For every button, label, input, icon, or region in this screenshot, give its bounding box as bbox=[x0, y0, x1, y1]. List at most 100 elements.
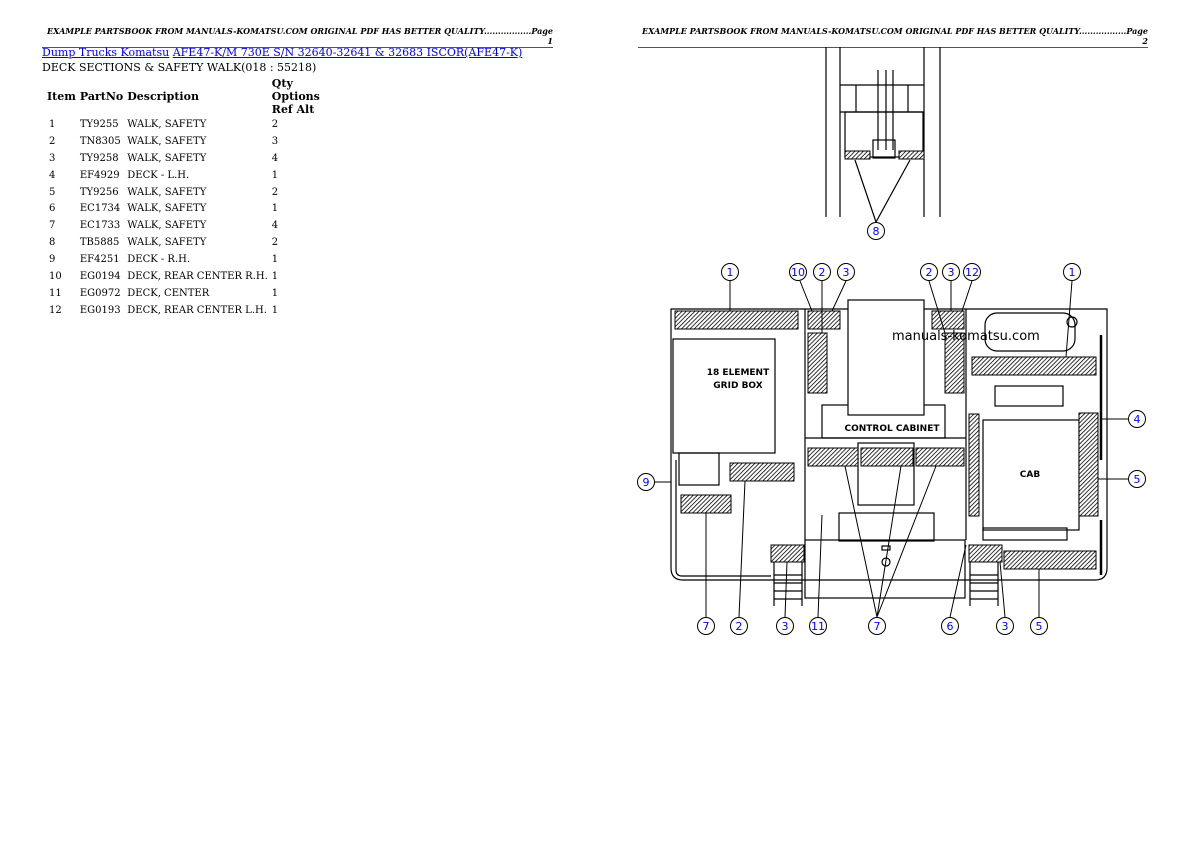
cell-item: 11 bbox=[49, 287, 62, 299]
callout-circle bbox=[942, 263, 960, 281]
watermark: manuals-komatsu.com bbox=[892, 329, 1040, 344]
cell-qty: 2 bbox=[271, 186, 279, 198]
page-header-right: EXAMPLE PARTSBOOK FROM MANUALS-KOMATSU.C… bbox=[638, 26, 1148, 48]
control-cabinet-label: CONTROL CABINET bbox=[845, 424, 941, 434]
callout-circle bbox=[868, 617, 886, 635]
cell-qty: 1 bbox=[271, 287, 279, 299]
callout-number: 12 bbox=[965, 266, 979, 279]
cell-item: 8 bbox=[49, 237, 56, 249]
callout-circle bbox=[963, 263, 981, 281]
callout-circle bbox=[721, 263, 739, 281]
cell-qty: 1 bbox=[271, 169, 279, 181]
cell-partno: EG0194 bbox=[79, 270, 121, 282]
cell-partno: EG0972 bbox=[79, 287, 121, 299]
callout-circle bbox=[920, 263, 938, 281]
table-header-row: Item PartNo Description Qty Options Ref … bbox=[45, 77, 322, 116]
section-title: DECK SECTIONS & SAFETY WALK(018 : 55218) bbox=[42, 61, 317, 74]
callout-number: 5 bbox=[1036, 620, 1043, 633]
cell-description: WALK, SAFETY bbox=[127, 237, 207, 249]
table-row: 9 EF4251 DECK - R.H. 1 bbox=[45, 251, 322, 268]
deck-outline bbox=[670, 299, 1108, 606]
cell-description: DECK - L.H. bbox=[127, 169, 190, 181]
parts-table: Item PartNo Description Qty Options Ref … bbox=[45, 77, 322, 319]
cell-partno: EF4251 bbox=[79, 254, 120, 266]
callout-number: 5 bbox=[1134, 473, 1141, 486]
header-item: Item bbox=[47, 90, 76, 103]
cell-partno: TY9258 bbox=[79, 152, 119, 164]
callout-number: 1 bbox=[727, 266, 734, 279]
cell-description: DECK, REAR CENTER R.H. bbox=[127, 270, 268, 282]
callout-number: 7 bbox=[703, 620, 710, 633]
cell-description: WALK, SAFETY bbox=[127, 220, 207, 232]
cell-item: 5 bbox=[49, 186, 56, 198]
callout-number: 2 bbox=[736, 620, 743, 633]
cell-description: DECK - R.H. bbox=[127, 254, 191, 266]
cell-partno: EF4929 bbox=[79, 169, 120, 181]
safety-walk-panels bbox=[674, 310, 1099, 570]
cell-item: 7 bbox=[49, 220, 56, 232]
callout-circle bbox=[1128, 410, 1146, 428]
cell-description: WALK, SAFETY bbox=[127, 135, 207, 147]
cell-description: DECK, CENTER bbox=[127, 287, 210, 299]
cell-item: 10 bbox=[49, 270, 62, 282]
table-row: 2 TN8305 WALK, SAFETY 3 bbox=[45, 133, 322, 150]
top-view-drawing bbox=[825, 47, 941, 224]
cell-qty: 4 bbox=[271, 220, 279, 232]
cell-item: 4 bbox=[49, 169, 56, 181]
grid-box bbox=[672, 338, 776, 454]
callout-circle bbox=[837, 263, 855, 281]
page-header-left: EXAMPLE PARTSBOOK FROM MANUALS-KOMATSU.C… bbox=[42, 26, 553, 48]
callout-circle bbox=[1063, 263, 1081, 281]
callout-circle bbox=[941, 617, 959, 635]
table-row: 11 EG0972 DECK, CENTER 1 bbox=[45, 285, 322, 302]
cell-partno: EC1734 bbox=[79, 203, 121, 215]
callout-circle bbox=[776, 617, 794, 635]
cell-description: WALK, SAFETY bbox=[127, 203, 207, 215]
cell-qty: 1 bbox=[271, 203, 279, 215]
callout-circle bbox=[1128, 470, 1146, 488]
cell-item: 6 bbox=[49, 203, 56, 215]
callout-number: 4 bbox=[1134, 413, 1141, 426]
leader-lines bbox=[655, 280, 1128, 618]
callout-number: 3 bbox=[1002, 620, 1009, 633]
cell-partno: TB5885 bbox=[79, 237, 120, 249]
callout-circle bbox=[789, 263, 807, 281]
cell-item: 2 bbox=[49, 135, 56, 147]
cell-qty: 1 bbox=[271, 304, 279, 316]
cell-description: WALK, SAFETY bbox=[127, 152, 207, 164]
cell-item: 12 bbox=[49, 304, 62, 316]
breadcrumb-link-dump-trucks[interactable]: Dump Trucks Komatsu bbox=[42, 46, 170, 59]
cell-qty: 3 bbox=[271, 135, 279, 147]
cell-partno: TN8305 bbox=[79, 135, 121, 147]
breadcrumb: Dump Trucks Komatsu AFE47-K/M 730E S/N 3… bbox=[42, 46, 522, 59]
table-row: 4 EF4929 DECK - L.H. 1 bbox=[45, 167, 322, 184]
cell-qty: 1 bbox=[271, 254, 279, 266]
callout-circle bbox=[813, 263, 831, 281]
cell-partno: EG0193 bbox=[79, 304, 121, 316]
callout-number: 3 bbox=[843, 266, 850, 279]
callout-number: 3 bbox=[782, 620, 789, 633]
cell-qty: 2 bbox=[271, 237, 279, 249]
callout-circle bbox=[996, 617, 1014, 635]
cell-item: 9 bbox=[49, 254, 56, 266]
grid-box-label-2: GRID BOX bbox=[713, 381, 762, 391]
cell-description: WALK, SAFETY bbox=[127, 118, 207, 130]
breadcrumb-link-model[interactable]: AFE47-K/M 730E S/N 32640-32641 & 32683 I… bbox=[172, 46, 523, 59]
callout-number: 1 bbox=[1069, 266, 1076, 279]
callout-number: 7 bbox=[874, 620, 881, 633]
table-row: 8 TB5885 WALK, SAFETY 2 bbox=[45, 234, 322, 251]
cell-item: 1 bbox=[49, 118, 56, 130]
callout-number: 2 bbox=[926, 266, 933, 279]
cell-qty: 4 bbox=[271, 152, 279, 164]
cell-qty: 2 bbox=[271, 118, 279, 130]
callout-circle bbox=[697, 617, 715, 635]
callout-circle bbox=[1030, 617, 1048, 635]
callout-circle bbox=[637, 473, 655, 491]
callout-circle bbox=[867, 222, 885, 240]
table-row: 6 EC1734 WALK, SAFETY 1 bbox=[45, 200, 322, 217]
